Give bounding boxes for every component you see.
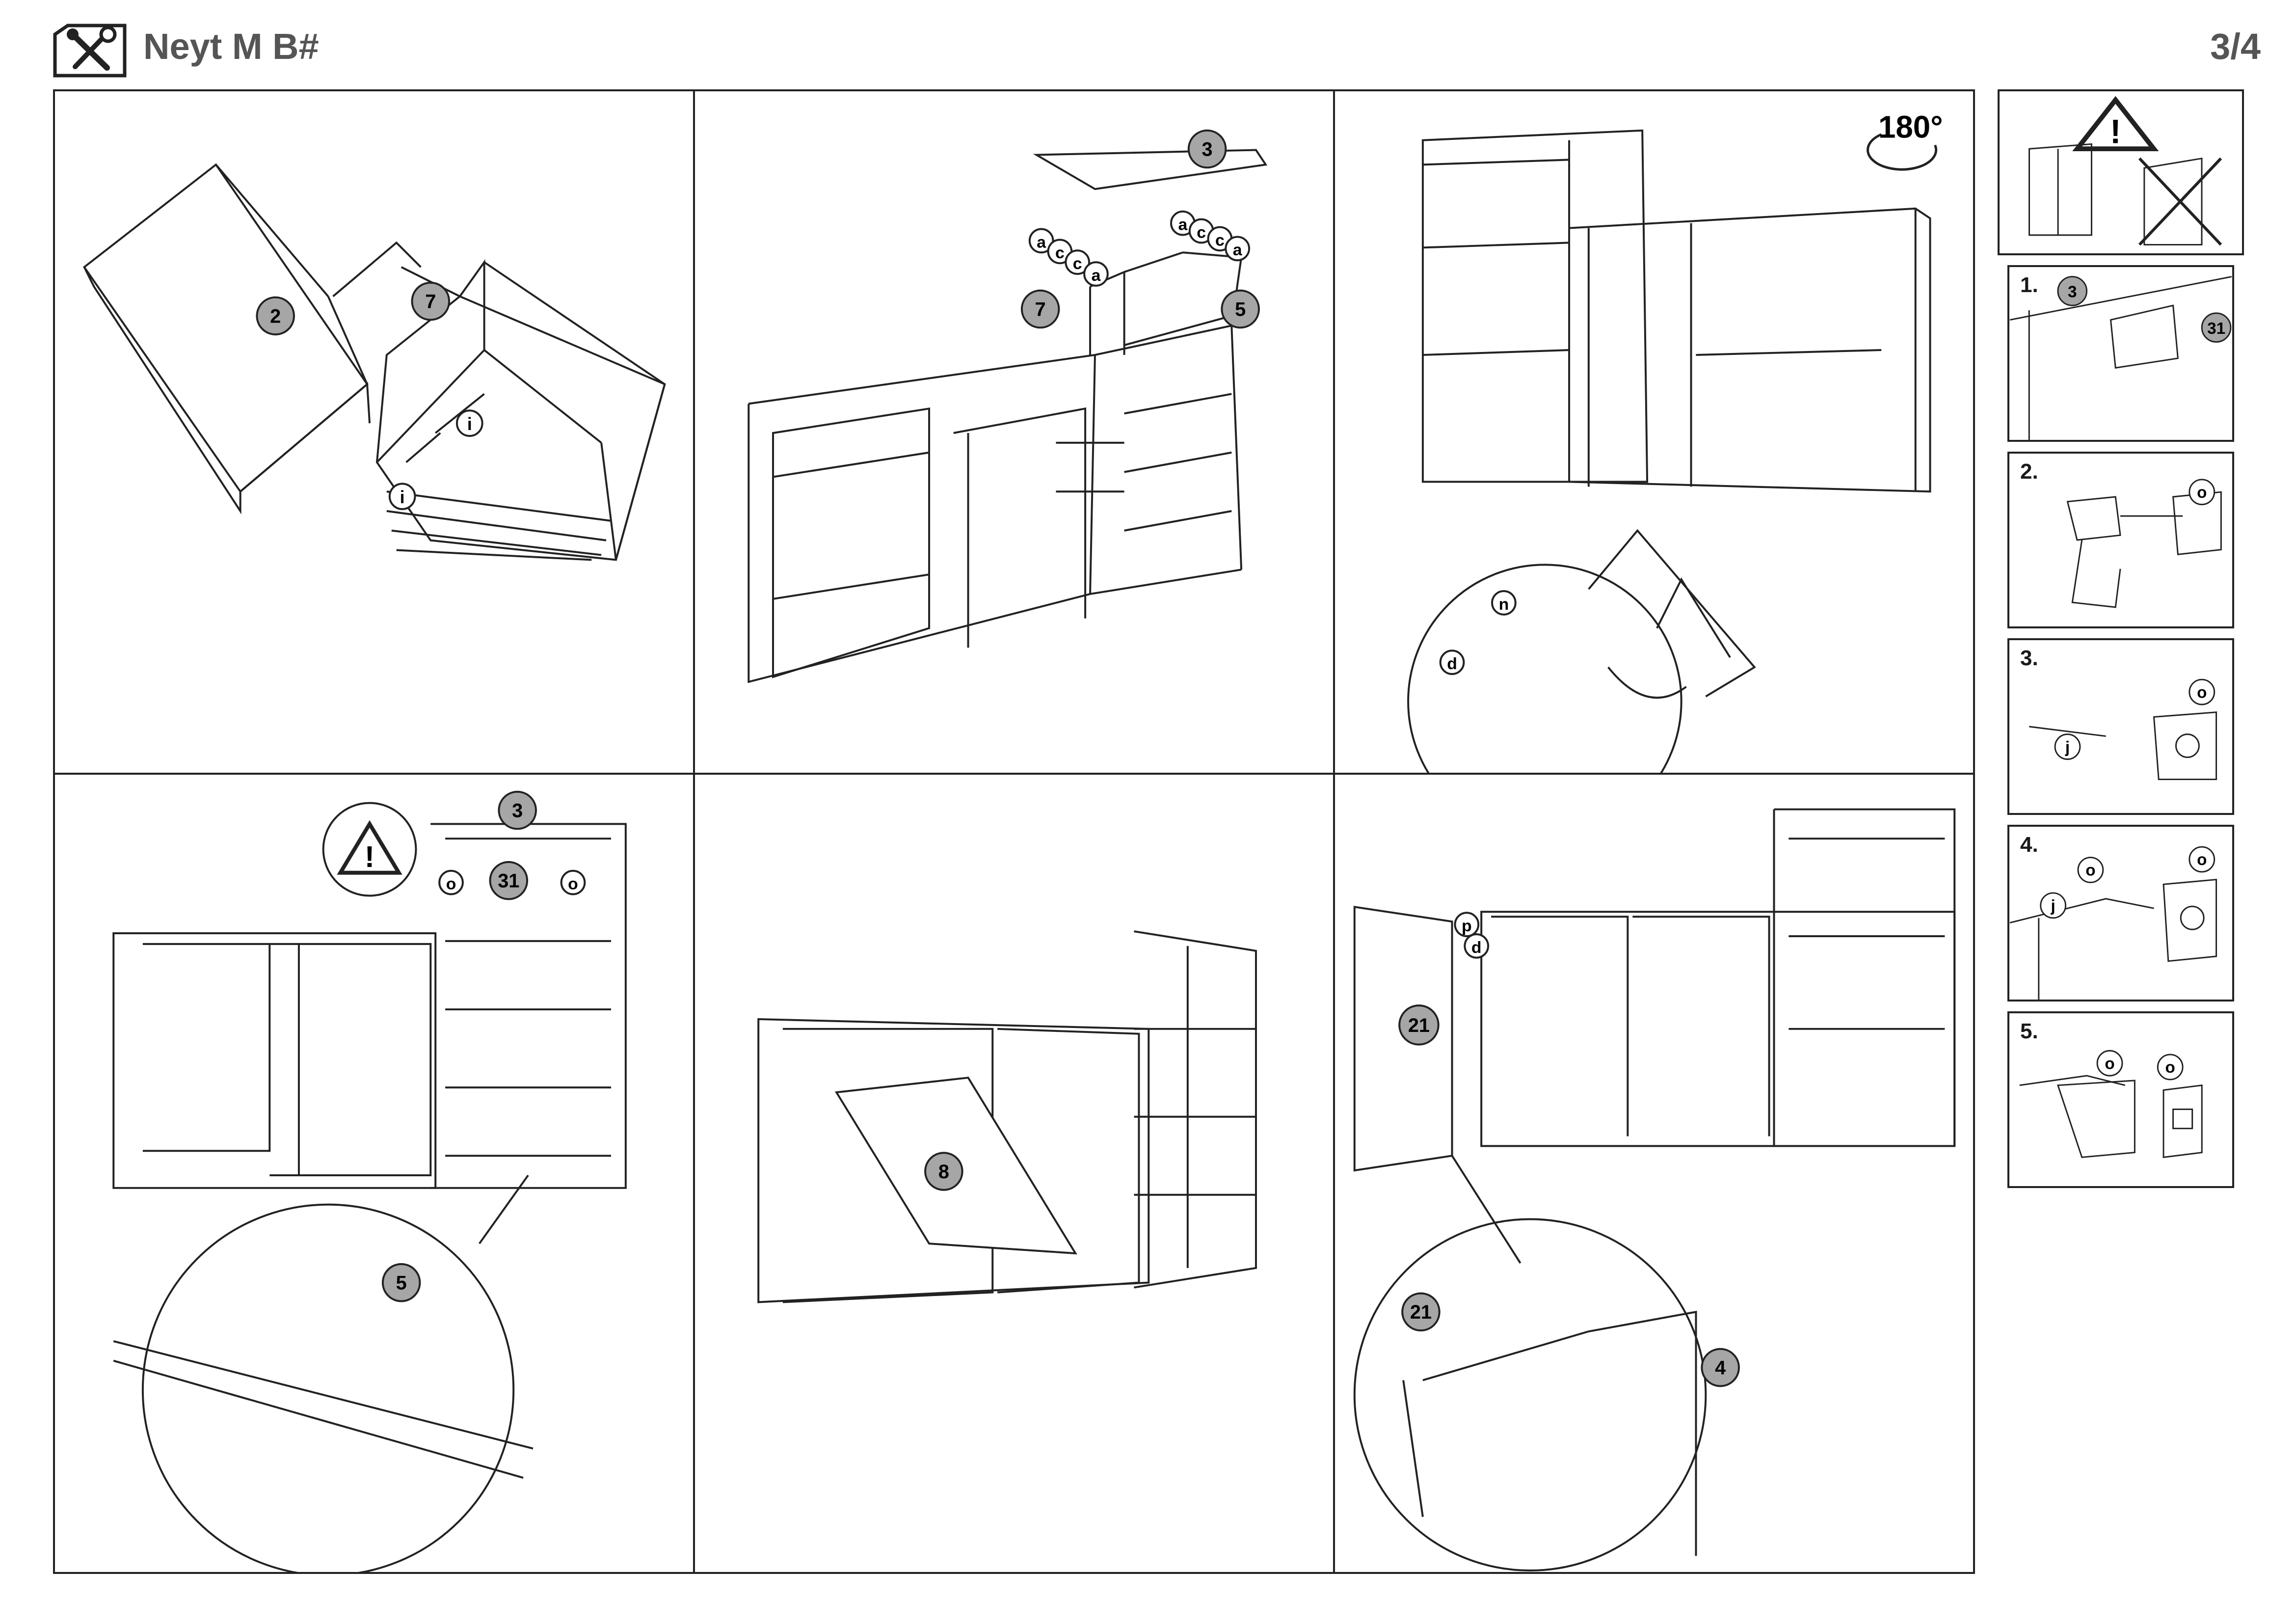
hardware-label-j: j	[2065, 738, 2070, 757]
part-label-31: 31	[2207, 320, 2225, 338]
hardware-label-i: i	[467, 414, 472, 434]
hardware-label-o: o	[2105, 1055, 2114, 1073]
bracket-fit-illustration: o o	[2019, 1050, 2203, 1158]
label-badges: n d	[1439, 590, 1517, 675]
side-step-5: 5. o o	[2007, 1011, 2234, 1188]
hardware-label-o: o	[2165, 1058, 2175, 1077]
cabinet-side-drawer-illustration: 2 7 i i	[82, 163, 666, 561]
hardware-label-a: a	[1037, 233, 1046, 251]
document-title: Neyt M B#	[143, 26, 319, 67]
step-number: 2.	[2020, 460, 2038, 484]
hardware-label-o: o	[2197, 683, 2207, 702]
dowel-insert-illustration: o j	[2029, 678, 2217, 781]
part-label-7: 7	[1035, 298, 1046, 320]
part-label-21: 21	[1410, 1301, 1432, 1323]
hardware-label-o: o	[2197, 851, 2207, 869]
svg-text:!: !	[365, 840, 375, 874]
part-label-4: 4	[1715, 1357, 1726, 1379]
assembly-step-panel-6: 21 21 4 p d	[1333, 773, 1975, 1574]
warning-illustration: !	[2029, 96, 2222, 246]
step-number: 1.	[2020, 273, 2038, 297]
hardware-label-o: o	[2197, 484, 2207, 502]
step-number: 3.	[2020, 646, 2038, 670]
side-step-4: 4. o o j	[2007, 825, 2234, 1001]
part-label-7: 7	[425, 291, 436, 313]
part-label-8: 8	[938, 1161, 949, 1183]
assembly-step-panel-5: 8	[693, 773, 1335, 1574]
hardware-label-d: d	[1471, 938, 1482, 957]
side-step-2: 2. o	[2007, 452, 2234, 628]
step-number: 5.	[2020, 1019, 2038, 1043]
rear-screws-illustration: 180° n d	[1407, 110, 1943, 773]
tools-icon	[53, 24, 127, 78]
hardware-label-i: i	[400, 487, 405, 507]
hardware-label-a: a	[1233, 241, 1242, 259]
label-badges: 3 31 o o 5	[381, 790, 586, 1302]
hardware-label-a: a	[1092, 266, 1101, 285]
drill-illustration: o	[2066, 479, 2222, 608]
hardware-label-c: c	[1055, 244, 1065, 262]
part-label-31: 31	[498, 870, 519, 892]
part-label-5: 5	[1235, 298, 1246, 320]
hardware-label-a: a	[1178, 216, 1187, 234]
step-number: 4.	[2020, 833, 2038, 857]
top-panel-mounting-illustration: 3 7 5 a c c a a c c a	[748, 129, 1268, 683]
part-label-3: 3	[512, 800, 523, 821]
label-badges: 3 7 5 a c c a a c c a	[1020, 129, 1260, 329]
hardware-label-c: c	[1073, 254, 1082, 273]
warning-callout: !	[322, 802, 417, 897]
label-badges: 8	[924, 1152, 963, 1191]
part-label-3: 3	[1202, 138, 1213, 160]
warning-box: !	[1998, 89, 2244, 255]
side-step-1: 1. 3 31	[2007, 265, 2234, 442]
hardware-label-c: c	[1197, 223, 1206, 242]
label-badges: 2 7 i i	[256, 281, 483, 511]
svg-text:!: !	[2110, 113, 2121, 150]
side-step-3: 3. o j	[2007, 638, 2234, 815]
rotate-180-indicator: 180°	[1867, 110, 1943, 171]
assembly-step-panel-1: 2 7 i i	[53, 89, 695, 775]
hardware-label-o: o	[2085, 862, 2095, 880]
part-label-5: 5	[396, 1272, 407, 1294]
part-label-2: 2	[270, 305, 281, 327]
rotation-label: 180°	[1878, 110, 1943, 145]
page-number: 3/4	[2210, 26, 2261, 67]
label-badges: 21 21 4 p d	[1398, 912, 1740, 1387]
part-label-21: 21	[1408, 1015, 1430, 1036]
hardware-label-n: n	[1499, 595, 1509, 614]
part-label-3: 3	[2068, 283, 2077, 301]
bracket-screw-illustration: o o j	[2009, 846, 2217, 1000]
hardware-label-c: c	[1215, 231, 1225, 249]
hardware-label-o: o	[446, 875, 456, 893]
assembly-step-panel-4: ! 3 31 o o 5	[53, 773, 695, 1574]
assembly-step-panel-3: 180° n d	[1333, 89, 1975, 775]
hardware-label-d: d	[1447, 654, 1457, 673]
hardware-label-j: j	[2051, 897, 2056, 915]
door-hinge-illustration: 21 21 4 p d	[1353, 808, 1956, 1572]
hardware-label-o: o	[568, 875, 578, 893]
drawer-runners-illustration: ! 3 31 o o 5	[112, 790, 627, 1572]
mounting-plate-illustration: 3 31	[2009, 276, 2232, 440]
assembly-step-panel-2: 3 7 5 a c c a a c c a	[693, 89, 1335, 775]
hardware-label-p: p	[1462, 917, 1472, 935]
flap-door-illustration: 8	[757, 930, 1257, 1303]
